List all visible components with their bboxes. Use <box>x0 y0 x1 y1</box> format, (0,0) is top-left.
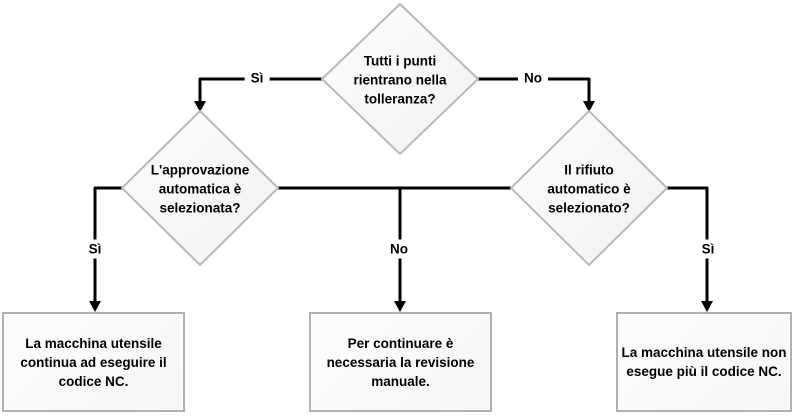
edge-left-yes-arrowhead <box>89 301 101 312</box>
edge-label-top-yes: Sì <box>244 68 270 88</box>
decision-diamond-auto-reject <box>509 109 669 267</box>
process-box-manual-review: Per continuare è necessaria la revisione… <box>309 312 492 412</box>
decision-tolerance-label: Tutti i punti rientrano nella tolleranza… <box>353 53 447 107</box>
process-box-stop-nc: La macchina utensile non esegue più il c… <box>616 312 792 412</box>
edge-right-yes-line <box>667 186 709 301</box>
decision-diamond-tolerance <box>320 2 480 156</box>
edge-top-no-arrowhead <box>583 101 595 112</box>
edge-top-yes-line <box>198 77 322 101</box>
edge-label-middle-no: No <box>384 239 414 259</box>
process-box-continue-nc-label: La macchina utensile continua ad eseguir… <box>20 335 167 389</box>
edge-label-left-yes: Sì <box>82 239 108 259</box>
edge-label-top-no: No <box>518 68 548 88</box>
decision-diamond-auto-approval <box>120 109 280 267</box>
process-box-stop-nc-label: La macchina utensile non esegue più il c… <box>621 345 787 379</box>
edge-middle-no-arrowhead <box>394 301 406 312</box>
process-box-manual-review-label: Per continuare è necessaria la revisione… <box>326 335 475 389</box>
edge-right-yes-arrowhead <box>701 301 713 312</box>
decision-auto-reject-label: Il rifiuto automatico è selezionato? <box>547 162 631 216</box>
edge-top-no-line <box>478 77 591 101</box>
edge-label-right-yes: Sì <box>695 239 721 259</box>
edge-left-yes-line <box>93 186 122 301</box>
edge-top-yes-arrowhead <box>194 101 206 112</box>
process-box-continue-nc: La macchina utensile continua ad eseguir… <box>2 312 185 412</box>
decision-auto-approval-label: L'approvazione automatica è selezionata? <box>150 162 250 216</box>
